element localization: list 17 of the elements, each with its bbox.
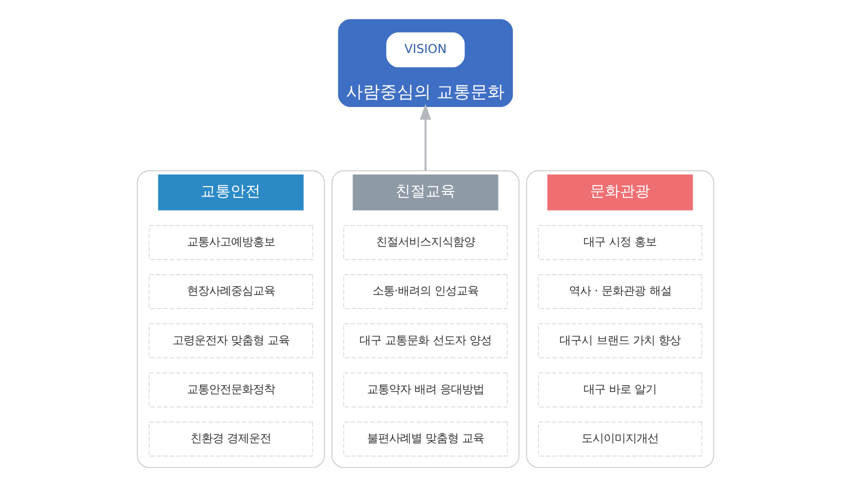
node-box: 교통약자 배려 응대방법	[344, 372, 508, 408]
node-box: 교통사고예방홍보	[148, 225, 313, 260]
node-box: 소통·배려의 인성교육	[344, 274, 508, 309]
node-box: 대구 교통문화 선도자 양성	[344, 324, 508, 358]
node-box: 도시이미지개선	[538, 422, 702, 456]
node-box: 현장사례중심교육	[148, 274, 313, 309]
node-box: 불편사례별 맞춤형 교육	[344, 422, 508, 456]
node-box: 대구 바로 알기	[538, 372, 702, 408]
node-box: 교통안전문화정착	[148, 372, 313, 408]
node-box: 고령운전자 맞춤형 교육	[148, 324, 313, 358]
node-box: 대구 시정 홍보	[538, 225, 702, 260]
node-box: VISION	[386, 32, 465, 68]
node-box: 대구시 브랜드 가치 향상	[538, 324, 702, 358]
node-box: 친환경 경제운전	[148, 422, 313, 456]
arrow	[420, 104, 432, 171]
node-box: 역사 · 문화관광 해설	[538, 274, 702, 309]
node-box: 친절서비스지식함양	[344, 225, 508, 260]
